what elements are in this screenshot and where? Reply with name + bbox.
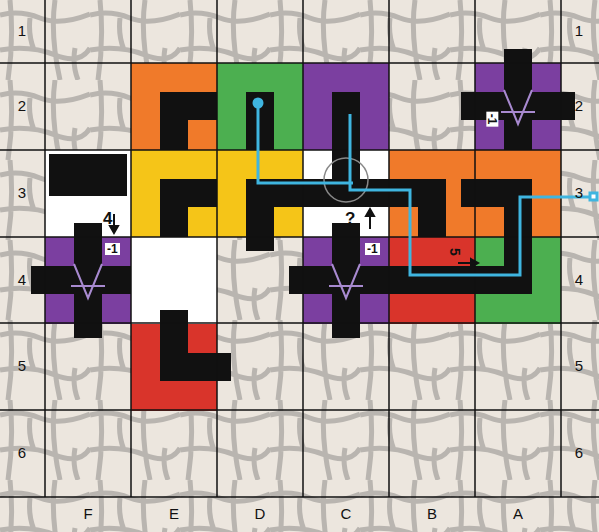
- room-tile: [475, 63, 561, 150]
- room-tile: [131, 324, 217, 411]
- column-letter: E: [159, 506, 189, 521]
- column-letter: C: [331, 506, 361, 521]
- row-number: 4: [7, 272, 37, 287]
- column-letter: B: [417, 506, 447, 521]
- room-tile: 4: [45, 150, 131, 237]
- column-letter: F: [73, 506, 103, 521]
- row-number: 4: [564, 272, 594, 287]
- tile-value: ?: [345, 210, 355, 227]
- room-tile: -1: [475, 63, 561, 150]
- tile-value: -1: [486, 112, 498, 127]
- row-number: 1: [7, 23, 37, 38]
- row-number: 5: [564, 358, 594, 373]
- row-number: 1: [564, 23, 594, 38]
- row-number: 3: [7, 185, 37, 200]
- row-number: 6: [7, 445, 37, 460]
- tile-value: 4: [103, 210, 112, 227]
- room-tile: 5: [389, 237, 475, 324]
- row-number: 3: [564, 185, 594, 200]
- monster-figure: [49, 154, 127, 196]
- room-tile: [475, 237, 561, 324]
- tile-value: -1: [105, 243, 120, 255]
- column-letter: D: [245, 506, 275, 521]
- column-letter: A: [503, 506, 533, 521]
- room-tile: ?: [303, 150, 389, 237]
- row-number: 2: [7, 98, 37, 113]
- room-tile: [131, 150, 217, 237]
- route-line: [254, 99, 597, 275]
- spider-web: [324, 158, 368, 202]
- room-tile: -1: [45, 237, 131, 324]
- room-tile: [131, 63, 217, 150]
- tile-arrows: [110, 209, 478, 267]
- row-number: 6: [564, 445, 594, 460]
- tile-value: 5: [448, 248, 462, 256]
- room-tile: [45, 237, 131, 324]
- row-number: 2: [564, 98, 594, 113]
- tile-value: -1: [365, 243, 380, 255]
- room-tile: [217, 63, 303, 150]
- row-number: 5: [7, 358, 37, 373]
- room-tile: -1: [303, 237, 389, 324]
